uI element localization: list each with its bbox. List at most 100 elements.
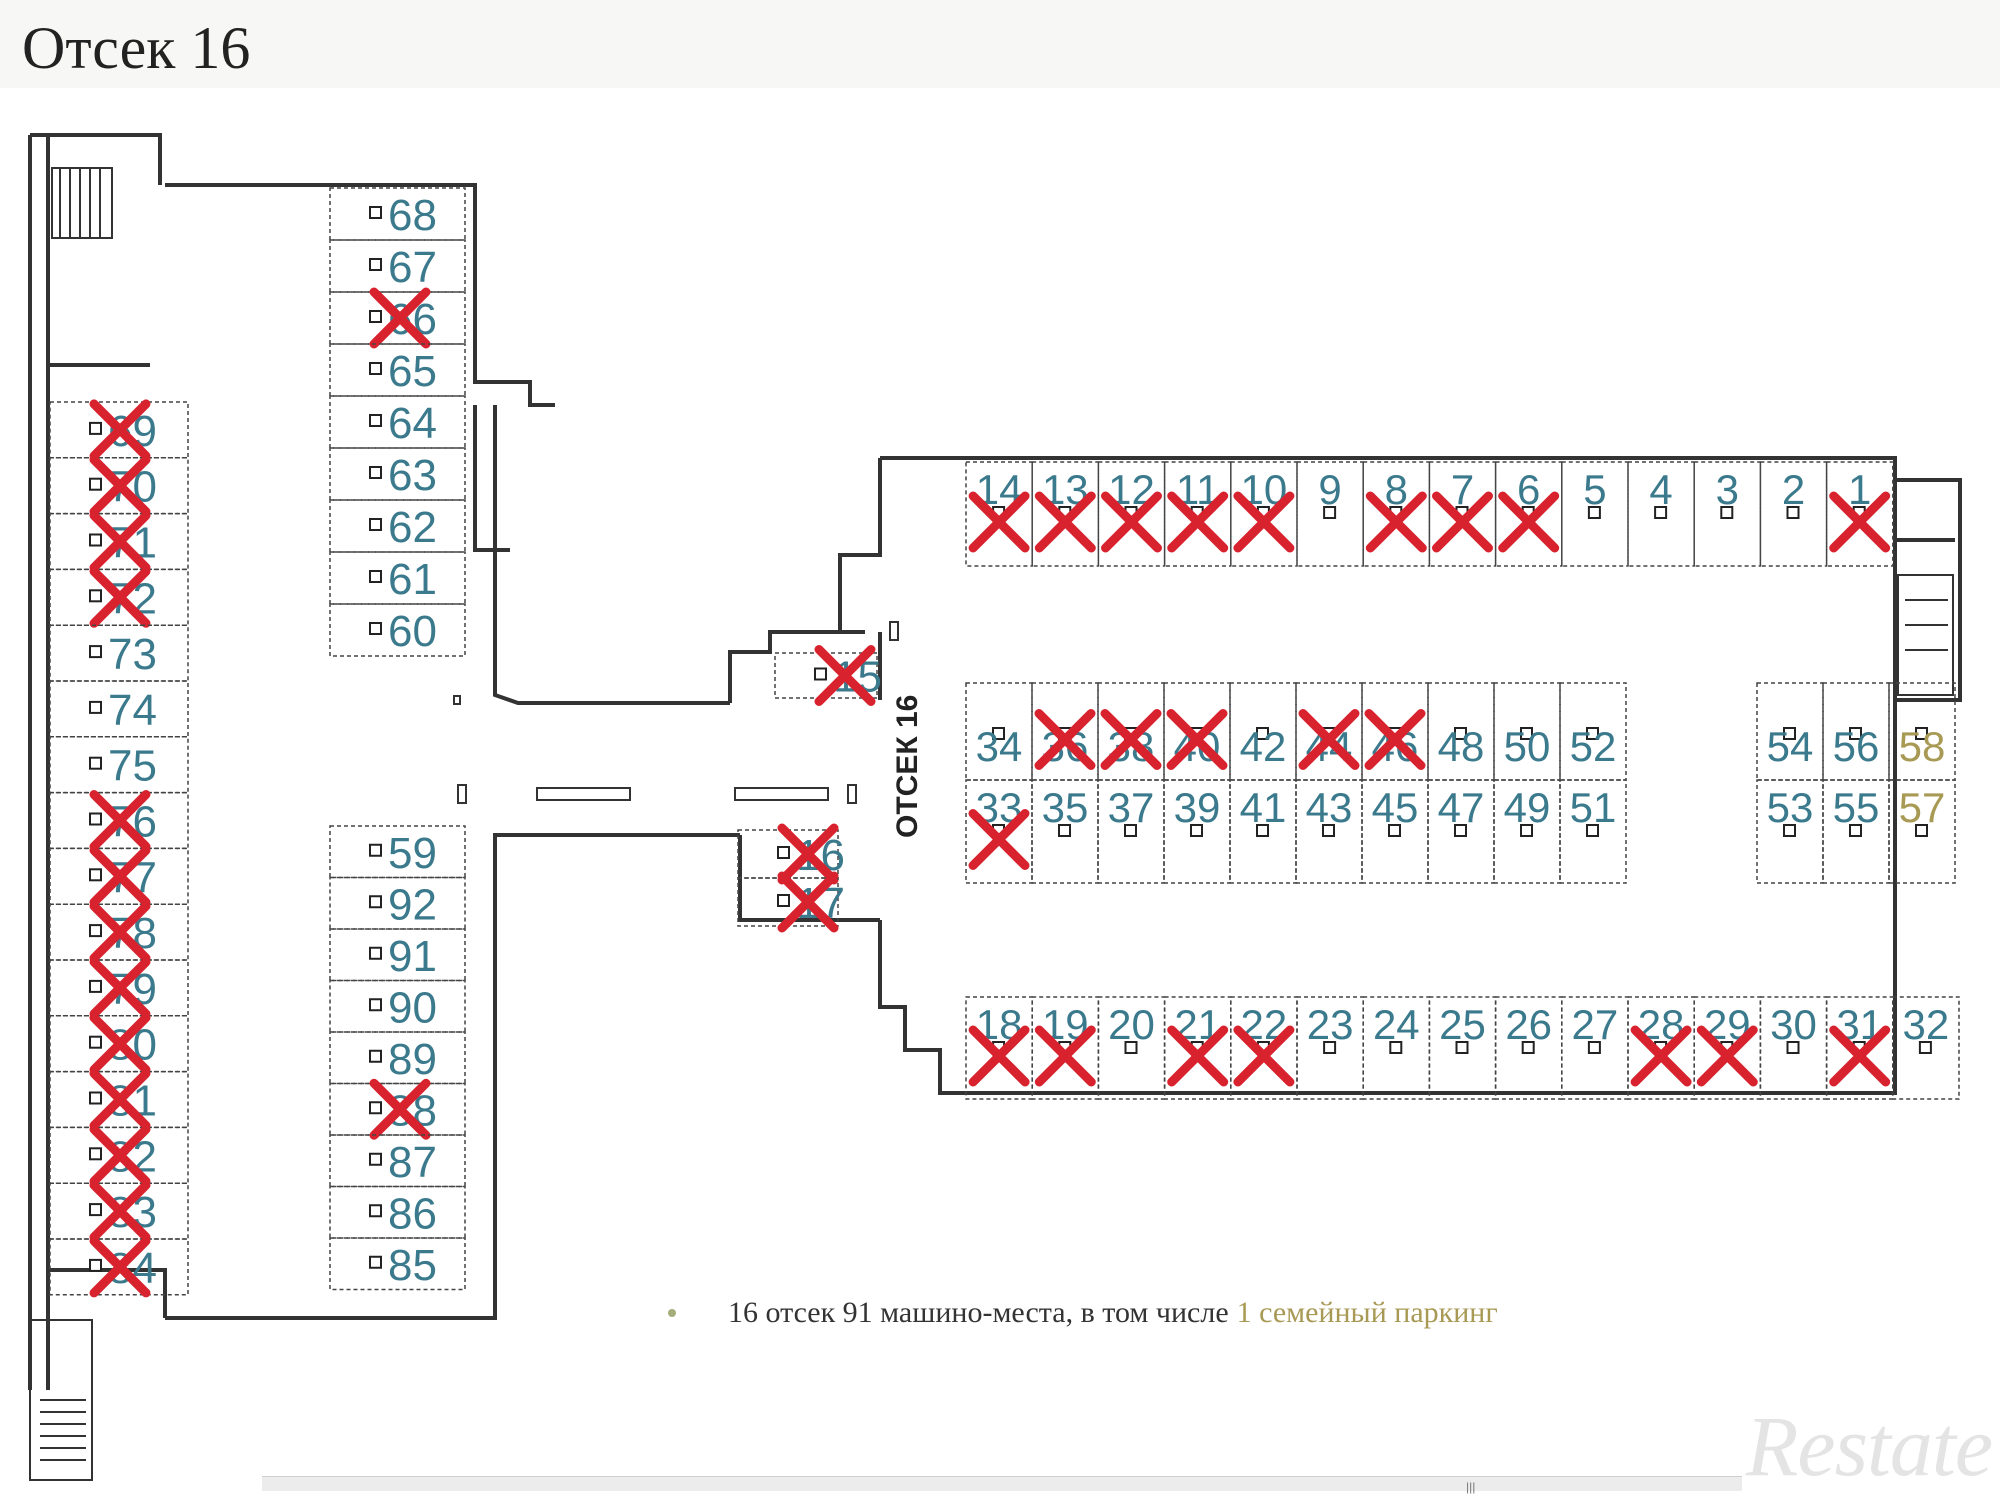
parking-spot-28[interactable]: 28	[1627, 996, 1695, 1100]
parking-spot-1[interactable]: 1	[1825, 461, 1894, 567]
parking-spot-63[interactable]: 63	[329, 447, 466, 501]
parking-spot-43[interactable]: 43	[1295, 779, 1363, 884]
parking-spot-60[interactable]: 60	[329, 603, 466, 657]
parking-spot-8[interactable]: 8	[1362, 461, 1431, 567]
parking-spot-57[interactable]: 57	[1888, 779, 1956, 884]
parking-spot-86[interactable]: 86	[329, 1185, 466, 1239]
parking-spot-70[interactable]: 70	[49, 455, 189, 517]
parking-spot-47[interactable]: 47	[1427, 779, 1495, 884]
parking-spot-24[interactable]: 24	[1362, 996, 1431, 1100]
parking-spot-71[interactable]: 71	[49, 511, 189, 572]
parking-spot-62[interactable]: 62	[329, 499, 466, 553]
parking-spot-31[interactable]: 31	[1825, 996, 1894, 1100]
parking-spot-25[interactable]: 25	[1428, 996, 1497, 1100]
parking-spot-22[interactable]: 22	[1230, 996, 1298, 1100]
parking-spot-27[interactable]: 27	[1561, 996, 1629, 1100]
parking-spot-79[interactable]: 79	[49, 957, 189, 1019]
parking-spot-77[interactable]: 77	[49, 845, 189, 907]
scrollbar-grip-icon[interactable]: |||	[1466, 1480, 1476, 1494]
parking-spot-3[interactable]: 3	[1693, 461, 1762, 567]
parking-spot-88[interactable]: 88	[329, 1078, 466, 1140]
parking-spot-42[interactable]: 42	[1229, 682, 1297, 781]
parking-spot-48[interactable]: 48	[1427, 682, 1495, 781]
parking-spot-53[interactable]: 53	[1756, 779, 1824, 884]
parking-spot-16[interactable]: 16	[737, 823, 845, 885]
parking-spot-91[interactable]: 91	[329, 928, 466, 982]
parking-spot-34[interactable]: 34	[965, 682, 1033, 781]
parking-spot-67[interactable]: 67	[329, 239, 466, 293]
parking-spot-50[interactable]: 50	[1493, 682, 1561, 781]
parking-spot-75[interactable]: 75	[49, 736, 189, 794]
parking-spot-66[interactable]: 66	[329, 287, 466, 349]
parking-spot-18[interactable]: 18	[965, 996, 1033, 1100]
parking-spot-76[interactable]: 76	[49, 790, 189, 851]
parking-spot-56[interactable]: 56	[1822, 682, 1890, 781]
parking-spot-44[interactable]: 44	[1295, 682, 1363, 781]
parking-spot-19[interactable]: 19	[1031, 996, 1100, 1100]
parking-spot-45[interactable]: 45	[1361, 779, 1429, 884]
parking-spot-7[interactable]: 7	[1428, 461, 1497, 567]
spot-marker-icon	[89, 589, 102, 603]
parking-spot-41[interactable]: 41	[1229, 779, 1297, 884]
parking-spot-72[interactable]: 72	[49, 566, 189, 628]
parking-spot-46[interactable]: 46	[1361, 682, 1429, 781]
parking-spot-9[interactable]: 9	[1296, 461, 1364, 567]
parking-spot-30[interactable]: 30	[1759, 996, 1828, 1100]
parking-spot-39[interactable]: 39	[1163, 779, 1231, 884]
parking-spot-81[interactable]: 81	[49, 1069, 189, 1130]
parking-spot-38[interactable]: 38	[1097, 682, 1165, 781]
spot-outline	[49, 624, 189, 682]
parking-spot-55[interactable]: 55	[1822, 779, 1890, 884]
spot-outline	[1031, 682, 1099, 781]
parking-spot-85[interactable]: 85	[329, 1237, 466, 1291]
parking-spot-10[interactable]: 10	[1230, 461, 1298, 567]
parking-spot-54[interactable]: 54	[1756, 682, 1824, 781]
parking-spot-58[interactable]: 58	[1888, 682, 1956, 781]
spot-marker-icon	[89, 1091, 102, 1105]
parking-spot-68[interactable]: 68	[329, 187, 466, 241]
parking-spot-26[interactable]: 26	[1494, 996, 1563, 1100]
parking-spot-51[interactable]: 51	[1559, 779, 1627, 884]
parking-spot-11[interactable]: 11	[1163, 461, 1232, 567]
parking-spot-87[interactable]: 87	[329, 1134, 466, 1188]
parking-spot-84[interactable]: 84	[49, 1236, 189, 1298]
parking-spot-4[interactable]: 4	[1627, 461, 1695, 567]
parking-spot-21[interactable]: 21	[1163, 996, 1232, 1100]
parking-spot-61[interactable]: 61	[329, 551, 466, 605]
parking-spot-15[interactable]: 15	[774, 645, 882, 706]
parking-spot-73[interactable]: 73	[49, 624, 189, 682]
parking-spot-40[interactable]: 40	[1163, 682, 1231, 781]
parking-spot-6[interactable]: 6	[1494, 461, 1563, 567]
parking-spot-5[interactable]: 5	[1561, 461, 1629, 567]
parking-spot-82[interactable]: 82	[49, 1124, 189, 1186]
parking-spot-13[interactable]: 13	[1031, 461, 1100, 567]
parking-spot-52[interactable]: 52	[1559, 682, 1627, 781]
parking-spot-12[interactable]: 12	[1097, 461, 1166, 567]
parking-spot-32[interactable]: 32	[1892, 996, 1960, 1100]
parking-spot-80[interactable]: 80	[49, 1013, 189, 1075]
parking-spot-90[interactable]: 90	[329, 979, 466, 1033]
parking-spot-17[interactable]: 17	[737, 871, 845, 933]
parking-spot-89[interactable]: 89	[329, 1031, 466, 1085]
parking-spot-2[interactable]: 2	[1759, 461, 1828, 567]
parking-spot-23[interactable]: 23	[1296, 996, 1364, 1100]
spot-marker-icon	[1720, 506, 1734, 519]
parking-spot-33[interactable]: 33	[965, 779, 1033, 884]
parking-spot-74[interactable]: 74	[49, 680, 189, 738]
parking-spot-78[interactable]: 78	[49, 901, 189, 963]
spot-outline	[49, 736, 189, 794]
parking-spot-37[interactable]: 37	[1097, 779, 1165, 884]
parking-spot-49[interactable]: 49	[1493, 779, 1561, 884]
parking-spot-36[interactable]: 36	[1031, 682, 1099, 781]
parking-spot-92[interactable]: 92	[329, 876, 466, 930]
parking-spot-69[interactable]: 69	[49, 399, 189, 461]
parking-spot-59[interactable]: 59	[329, 825, 466, 879]
parking-spot-20[interactable]: 20	[1097, 996, 1166, 1100]
parking-spot-64[interactable]: 64	[329, 395, 466, 449]
parking-spot-14[interactable]: 14	[965, 461, 1033, 567]
parking-spot-29[interactable]: 29	[1693, 996, 1762, 1100]
parking-spot-83[interactable]: 83	[49, 1180, 189, 1242]
parking-spot-35[interactable]: 35	[1031, 779, 1099, 884]
parking-spot-65[interactable]: 65	[329, 343, 466, 397]
horizontal-scrollbar[interactable]	[262, 1476, 1742, 1491]
